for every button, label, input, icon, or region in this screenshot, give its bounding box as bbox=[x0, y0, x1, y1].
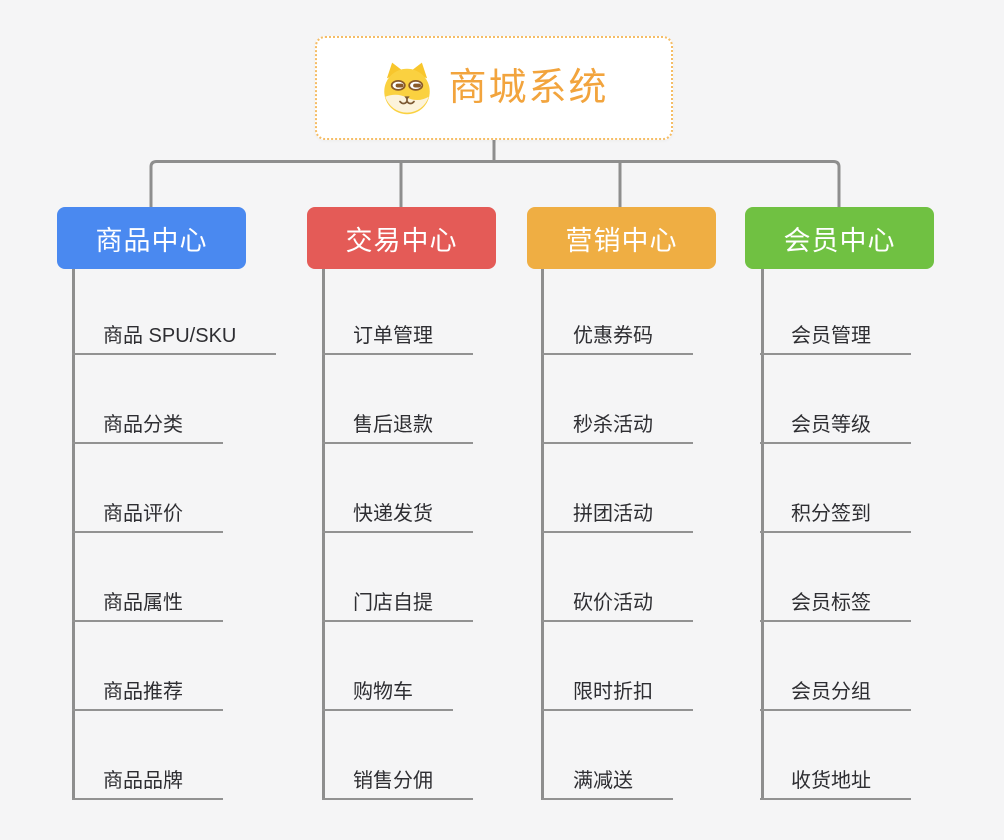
leaf-topic[interactable]: 商品推荐 bbox=[72, 682, 223, 711]
leaf-topic[interactable]: 会员等级 bbox=[760, 415, 911, 444]
leaf-topic[interactable]: 砍价活动 bbox=[542, 593, 693, 622]
branch-column-marketing: 营销中心 优惠券码 秒杀活动 拼团活动 砍价活动 限时折扣 满减送 bbox=[527, 207, 787, 807]
branch-items-product: 商品 SPU/SKU 商品分类 商品评价 商品属性 商品推荐 商品品牌 bbox=[72, 266, 277, 800]
branch-items-marketing: 优惠券码 秒杀活动 拼团活动 砍价活动 限时折扣 满减送 bbox=[542, 266, 693, 800]
leaf-topic[interactable]: 销售分佣 bbox=[322, 771, 473, 800]
leaf-topic[interactable]: 商品分类 bbox=[72, 415, 223, 444]
leaf-topic[interactable]: 会员标签 bbox=[760, 593, 911, 622]
branch-column-member: 会员中心 会员管理 会员等级 积分签到 会员标签 会员分组 收货地址 bbox=[745, 207, 1004, 807]
leaf-topic[interactable]: 积分签到 bbox=[760, 504, 911, 533]
branch-column-product: 商品中心 商品 SPU/SKU 商品分类 商品评价 商品属性 商品推荐 商品品牌 bbox=[57, 207, 317, 807]
leaf-topic[interactable]: 商品属性 bbox=[72, 593, 223, 622]
leaf-topic[interactable]: 优惠券码 bbox=[542, 326, 693, 355]
leaf-topic[interactable]: 限时折扣 bbox=[542, 682, 693, 711]
leaf-topic[interactable]: 门店自提 bbox=[322, 593, 473, 622]
branch-items-member: 会员管理 会员等级 积分签到 会员标签 会员分组 收货地址 bbox=[760, 266, 911, 800]
leaf-topic[interactable]: 拼团活动 bbox=[542, 504, 693, 533]
leaf-topic[interactable]: 快递发货 bbox=[322, 504, 473, 533]
leaf-topic[interactable]: 商品评价 bbox=[72, 504, 223, 533]
leaf-topic[interactable]: 会员管理 bbox=[760, 326, 911, 355]
leaf-topic[interactable]: 收货地址 bbox=[760, 771, 911, 800]
leaf-topic[interactable]: 满减送 bbox=[542, 771, 673, 800]
leaf-topic[interactable]: 会员分组 bbox=[760, 682, 911, 711]
dog-face-icon bbox=[379, 60, 435, 116]
branch-header-member[interactable]: 会员中心 bbox=[745, 207, 934, 269]
leaf-topic[interactable]: 订单管理 bbox=[322, 326, 473, 355]
leaf-topic[interactable]: 商品品牌 bbox=[72, 771, 223, 800]
root-title: 商城系统 bbox=[448, 67, 609, 109]
leaf-topic[interactable]: 购物车 bbox=[322, 682, 453, 711]
bus-line bbox=[149, 160, 841, 207]
leaf-topic[interactable]: 秒杀活动 bbox=[542, 415, 693, 444]
leaf-topic[interactable]: 商品 SPU/SKU bbox=[72, 326, 277, 355]
branch-items-trade: 订单管理 售后退款 快递发货 门店自提 购物车 销售分佣 bbox=[322, 266, 473, 800]
branch-header-trade[interactable]: 交易中心 bbox=[307, 207, 496, 269]
branch-column-trade: 交易中心 订单管理 售后退款 快递发货 门店自提 购物车 销售分佣 bbox=[307, 207, 567, 807]
root-node[interactable]: 商城系统 bbox=[315, 36, 673, 140]
branch-header-marketing[interactable]: 营销中心 bbox=[527, 207, 716, 269]
branch-header-product[interactable]: 商品中心 bbox=[57, 207, 246, 269]
leaf-topic[interactable]: 售后退款 bbox=[322, 415, 473, 444]
